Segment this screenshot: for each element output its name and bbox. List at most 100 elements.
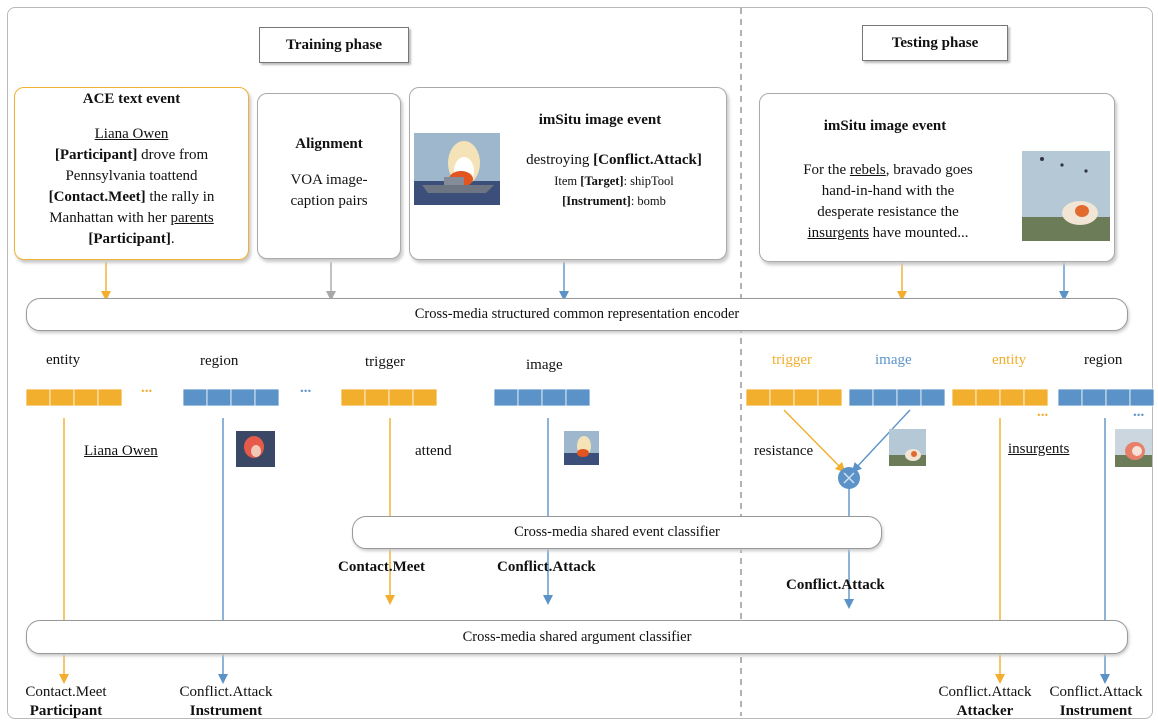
arg-output-role: Attacker — [956, 703, 1014, 719]
arg-output-event: Conflict.Attack — [179, 684, 273, 700]
output-conflict-attack-test: Conflict.Attack — [786, 577, 885, 593]
test-entity-vector-cell — [1023, 388, 1049, 407]
trigger-vector-cell — [364, 388, 390, 407]
test-image-vector-cell — [848, 388, 874, 407]
test-trigger-vector-cell — [769, 388, 795, 407]
merge-node-cross — [843, 472, 855, 484]
region-vector-cell — [254, 388, 280, 407]
imsitu-test-fragment: have mounted... — [868, 225, 969, 241]
alignment-text-line: caption pairs — [290, 193, 368, 209]
test-entity-vector-cell — [999, 388, 1025, 407]
imsitu-test-entity-rebels: rebels — [849, 162, 886, 178]
alignment-box: Alignment VOA image- caption pairs — [257, 93, 401, 259]
word-insurgents: insurgents — [1008, 441, 1070, 457]
ace-entity-parents: parents — [170, 210, 214, 226]
structured-encoder-bar: Cross-media structured common representa… — [26, 298, 1128, 331]
argument-classifier-bar: Cross-media shared argument classifier — [26, 620, 1128, 654]
entity-ellipsis: ... — [141, 380, 153, 396]
arrow-test-trigger-merge — [783, 409, 846, 473]
image-vector-cell — [565, 388, 591, 407]
imsitu-test-text-line: hand-in-hand with the — [821, 183, 955, 199]
imsitu-test-text: For the rebels, bravado goes hand-in-han… — [764, 160, 1012, 244]
entity-vector-cell — [97, 388, 123, 407]
trigger-vector-cell — [340, 388, 366, 407]
ace-text-line: Pennsylvania toattend — [15, 166, 248, 187]
word-attend: attend — [415, 443, 452, 459]
alignment-text-line: VOA image- — [290, 172, 368, 188]
alignment-box-title: Alignment — [295, 136, 363, 152]
test-trigger-label: trigger — [772, 352, 812, 368]
ace-role-participant: [Participant] — [88, 231, 171, 247]
arrow-test-image-merge — [851, 409, 911, 473]
imsitu-train-item: Item — [554, 174, 581, 188]
image-thumbnail — [564, 431, 599, 465]
ace-role-participant: [Participant] — [54, 147, 138, 163]
imsitu-train-instrument-role: [Instrument] — [562, 194, 631, 208]
test-region-vector-cell — [1081, 388, 1107, 407]
image-vector-cell — [517, 388, 543, 407]
rocket-launch-image-graphic — [1022, 151, 1110, 241]
ace-entity-name: Liana Owen — [94, 126, 169, 142]
rocket-launch-image — [1022, 151, 1110, 241]
ace-box-title: ACE text event — [82, 91, 181, 107]
imsitu-test-text-line: desperate resistance the — [817, 204, 959, 220]
word-liana-owen: Liana Owen — [84, 443, 158, 459]
imsitu-test-fragment: For the — [803, 162, 850, 178]
region-thumbnail — [236, 431, 275, 467]
region-thumbnail-graphic — [236, 431, 275, 467]
ace-text-event-box: ACE text event Liana Owen [Participant] … — [14, 87, 249, 260]
region-vector-cell — [230, 388, 256, 407]
ship-attack-image-graphic — [414, 133, 500, 205]
ace-text-line: [Contact.Meet] the rally in — [15, 187, 248, 208]
feature-vectors — [25, 388, 1155, 407]
ace-text-line: [Participant] drove from — [15, 145, 248, 166]
image-thumbnail-graphic — [564, 431, 599, 465]
output-conflict-attack-train: Conflict.Attack — [497, 559, 596, 575]
region-ellipsis: ... — [300, 380, 312, 396]
test-region-thumbnail-graphic — [1115, 429, 1152, 467]
entity-vector-cell — [49, 388, 75, 407]
arg-output-role: Instrument — [189, 703, 263, 719]
test-image-thumbnail-graphic — [889, 429, 926, 466]
image-vector-cell — [493, 388, 519, 407]
test-region-vector-cell — [1105, 388, 1131, 407]
ace-text-fragment: Manhattan with her — [49, 210, 171, 226]
test-entity-label: entity — [992, 352, 1027, 368]
arg-output-event: Conflict.Attack — [1049, 684, 1143, 700]
test-entity-vector-cell — [975, 388, 1001, 407]
output-contact-meet: Contact.Meet — [338, 559, 426, 575]
diagram-frame — [7, 7, 1153, 719]
imsitu-train-target-line: Item [Target]: shipTool — [506, 174, 722, 189]
test-region-ellipsis: ... — [1133, 404, 1145, 420]
entity-vector-cell — [25, 388, 51, 407]
test-region-label: region — [1084, 352, 1123, 368]
test-entity-vector-cell — [951, 388, 977, 407]
arg-output-role: Participant — [29, 703, 103, 719]
image-vector-cell — [541, 388, 567, 407]
imsitu-test-fragment: , bravado goes — [885, 162, 973, 178]
test-image-thumbnail — [889, 429, 926, 466]
region-vector-cell — [182, 388, 208, 407]
ace-text-line: Liana Owen — [15, 124, 248, 145]
imsitu-testing-box: imSitu image event For the rebels, brava… — [759, 93, 1115, 262]
ace-text-fragment: the rally in — [145, 189, 215, 205]
imsitu-train-verb-line: destroying [Conflict.Attack] — [506, 152, 722, 169]
arg-output-role: Instrument — [1059, 703, 1133, 719]
imsitu-training-box: imSitu image event destroying [Conflict.… — [409, 87, 727, 260]
imsitu-train-verb: destroying — [526, 152, 594, 168]
ace-text-fragment: drove from — [137, 147, 209, 163]
ace-text-fragment: Pennsylvania toattend — [65, 168, 198, 184]
ship-attack-image — [414, 133, 500, 205]
training-phase-label: Training phase — [259, 27, 409, 63]
ace-text-line: [Participant]. — [15, 229, 248, 250]
imsitu-train-instrument-line: [Instrument]: bomb — [506, 194, 722, 209]
ace-role-contact-meet: [Contact.Meet] — [48, 189, 146, 205]
ace-text-fragment: . — [170, 231, 175, 247]
test-region-vector-cell — [1057, 388, 1083, 407]
test-entity-ellipsis: ... — [1037, 404, 1049, 420]
imsitu-train-target-role: [Target] — [580, 174, 624, 188]
test-trigger-vector-cell — [745, 388, 771, 407]
arg-output-event: Contact.Meet — [25, 684, 107, 700]
test-image-vector-cell — [872, 388, 898, 407]
